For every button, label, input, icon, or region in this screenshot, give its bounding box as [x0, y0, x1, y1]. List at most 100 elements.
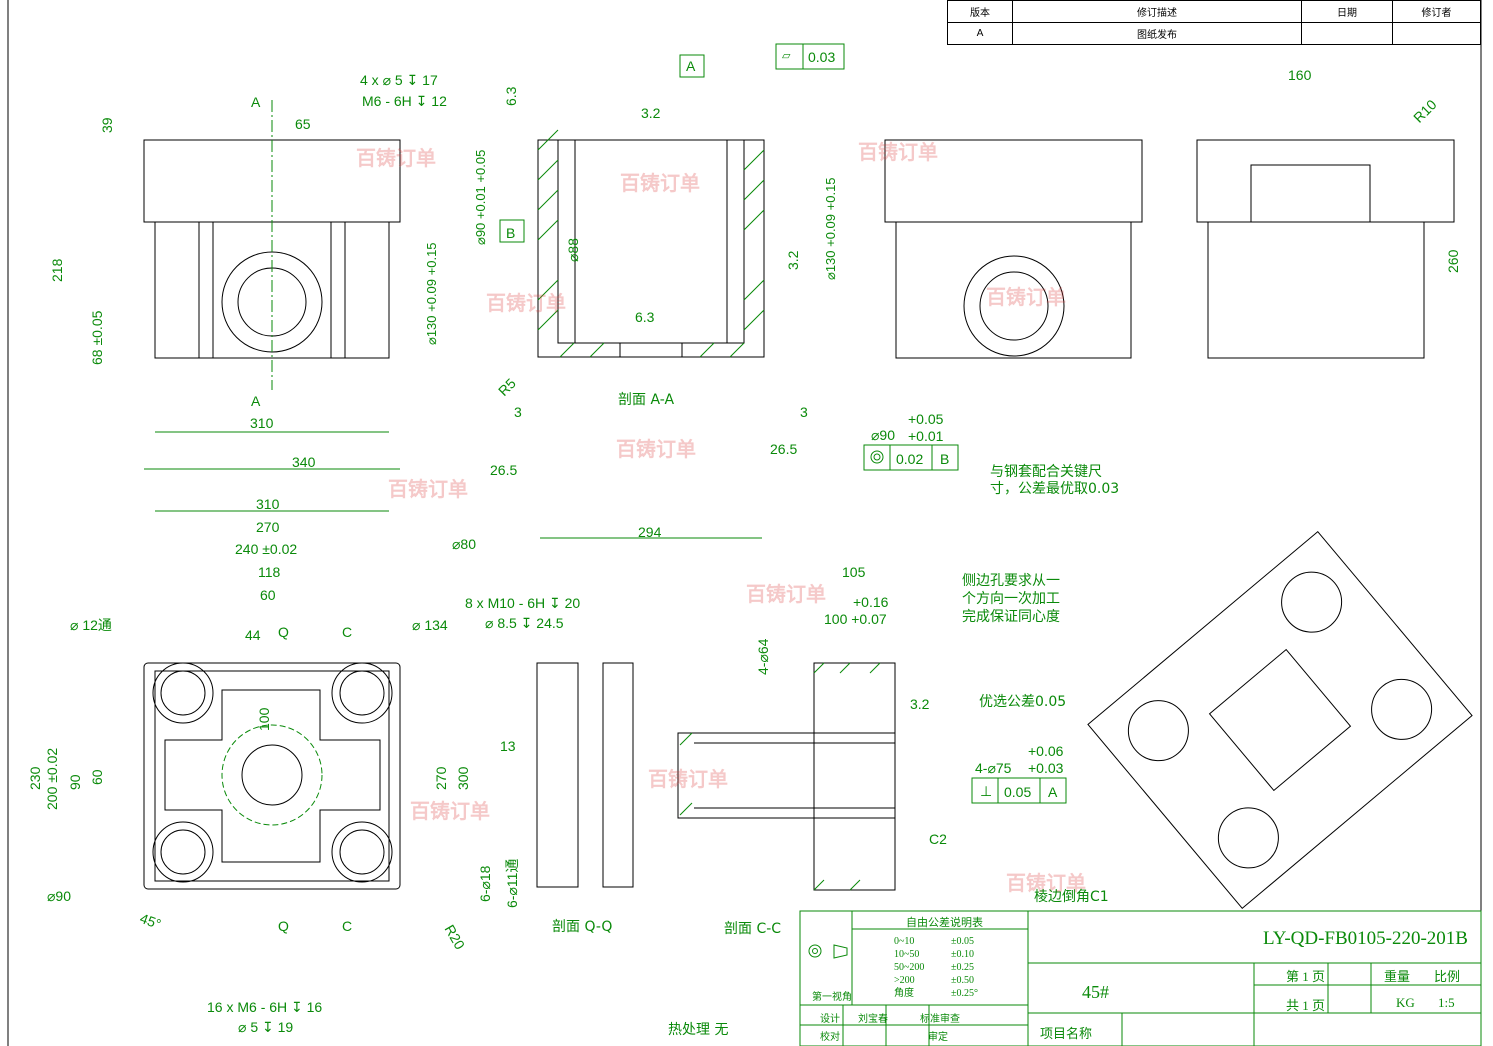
section-cc-outline: [677, 662, 896, 891]
dim-dia80: ⌀80: [452, 536, 477, 552]
section-marker-a: A: [251, 94, 261, 110]
dim-218: 218: [49, 258, 65, 282]
dim-dia130: ⌀130 +0.09 +0.15: [424, 242, 439, 345]
coax-upper: +0.05: [908, 411, 944, 427]
dim-100: 100 +0.07: [824, 611, 887, 627]
perpendicularity-icon: ⊥: [980, 783, 993, 799]
dim-13: 13: [500, 738, 516, 754]
section-cc-title: 剖面 C-C: [724, 921, 782, 937]
dim-6-dia11: 6-⌀11通: [504, 858, 520, 908]
coax-dim: ⌀90: [871, 427, 896, 443]
tol-value: ±0.25: [951, 962, 974, 973]
design-label: 设计: [820, 1014, 840, 1025]
section-aa-outline: [537, 129, 765, 358]
thread-callout: 16 x M6 - 6H ↧ 16: [207, 999, 323, 1015]
watermark: 百铸订单: [1006, 871, 1086, 895]
watermark: 百铸订单: [858, 140, 938, 164]
note-key-dim: 与钢套配合关键尺: [990, 464, 1102, 480]
thread-callout: M6 - 6H ↧ 12: [362, 93, 447, 109]
tol-range: 0~10: [894, 936, 915, 947]
dim-60: 60: [260, 587, 276, 603]
dim-dia134: ⌀ 134: [412, 617, 448, 633]
watermark: 百铸订单: [410, 799, 490, 823]
perp-datum: A: [1048, 784, 1058, 800]
dim-3: 3: [800, 404, 808, 420]
dim-310: 310: [256, 496, 280, 512]
thread-callout: 8 x M10 - 6H ↧ 20: [465, 595, 581, 611]
rev-version: A: [947, 22, 1013, 45]
dim-270: 270: [256, 519, 280, 535]
page-number: 第 1 页: [1286, 969, 1326, 984]
bore-upper: +0.06: [1028, 743, 1064, 759]
section-marker-c: C: [342, 918, 353, 934]
dim-6-dia18: 6-⌀18: [477, 865, 493, 902]
section-qq-title: 剖面 Q-Q: [552, 919, 613, 935]
total-pages: 共 1 页: [1286, 998, 1326, 1013]
bore-lower: +0.03: [1028, 760, 1064, 776]
rev-header-date: 日期: [1301, 0, 1393, 23]
dim-270: 270: [433, 766, 449, 790]
top-view-outline: [143, 100, 401, 390]
rev-date: [1301, 22, 1393, 45]
datum-a: A: [686, 58, 696, 74]
hole-callout: ⌀ 5 ↧ 19: [238, 1019, 294, 1035]
dim-26-5: 26.5: [490, 462, 518, 478]
dim-dia130: ⌀130 +0.09 +0.15: [823, 177, 838, 280]
note-side-hole: 完成保证同心度: [962, 609, 1060, 625]
std-review-label: 标准审查: [920, 1014, 960, 1025]
section-marker-a: A: [251, 393, 261, 409]
note-heat-treatment: 热处理 无: [668, 1022, 729, 1038]
watermark: 百铸订单: [620, 171, 700, 195]
dim-260: 260: [1445, 249, 1461, 273]
dim-dia88: ⌀88: [565, 237, 581, 262]
tol-range: 角度: [894, 988, 914, 999]
dim-dia12: ⌀ 12通: [70, 617, 112, 633]
section-marker-q: Q: [278, 624, 289, 640]
dim-3: 3: [514, 404, 522, 420]
tol-range: 10~50: [894, 949, 920, 960]
section-marker-q: Q: [278, 918, 289, 934]
dim-65: 65: [295, 116, 311, 132]
watermark: 百铸订单: [388, 477, 468, 501]
dim-68: 68 ±0.05: [89, 310, 105, 365]
roughness: 3.2: [910, 696, 930, 712]
dim-200: 200 ±0.02: [44, 747, 60, 810]
hole-callout: 4 x ⌀ 5 ↧ 17: [360, 72, 438, 88]
dim-90: 90: [67, 774, 83, 790]
dim-100: 100: [256, 707, 272, 731]
roughness: 3.2: [785, 250, 801, 270]
weight-label: 重量: [1384, 969, 1411, 984]
tolerance-table-title: 自由公差说明表: [906, 917, 983, 929]
flatness-tolerance: 0.03: [808, 49, 836, 65]
tol-value: ±0.50: [951, 975, 974, 986]
dim-dia90: ⌀90 +0.01 +0.05: [473, 149, 488, 245]
section-aa-title: 剖面 A-A: [618, 392, 675, 408]
rev-header-version: 版本: [947, 0, 1013, 23]
watermark: 百铸订单: [648, 767, 728, 791]
roughness: 6.3: [635, 309, 655, 325]
dim-dia90: ⌀90: [47, 888, 72, 904]
dim-26-5: 26.5: [770, 441, 798, 457]
roughness: 3.2: [641, 105, 661, 121]
check-label: 校对: [820, 1032, 840, 1043]
drawing-number: LY-QD-FB0105-220-201B: [1263, 928, 1468, 949]
note-key-dim: 寸，公差最优取0.03: [990, 481, 1120, 497]
watermark: 百铸订单: [986, 285, 1066, 309]
dim-160: 160: [1288, 67, 1312, 83]
perp-tolerance: 0.05: [1004, 784, 1032, 800]
dim-4-dia64: 4-⌀64: [755, 638, 771, 675]
tol-value: ±0.25°: [951, 988, 978, 999]
dim-105: 105: [842, 564, 866, 580]
datum-b: B: [506, 225, 516, 241]
bore-dim: 4-⌀75: [975, 760, 1012, 776]
rev-header-reviser: 修订者: [1392, 0, 1481, 23]
tol-value: ±0.05: [951, 936, 974, 947]
note-side-hole: 个方向一次加工: [962, 591, 1060, 607]
dim-294: 294: [638, 524, 662, 540]
material: 45#: [1082, 982, 1109, 1002]
watermark: 百铸订单: [616, 437, 696, 461]
rev-reviser: [1392, 22, 1481, 45]
